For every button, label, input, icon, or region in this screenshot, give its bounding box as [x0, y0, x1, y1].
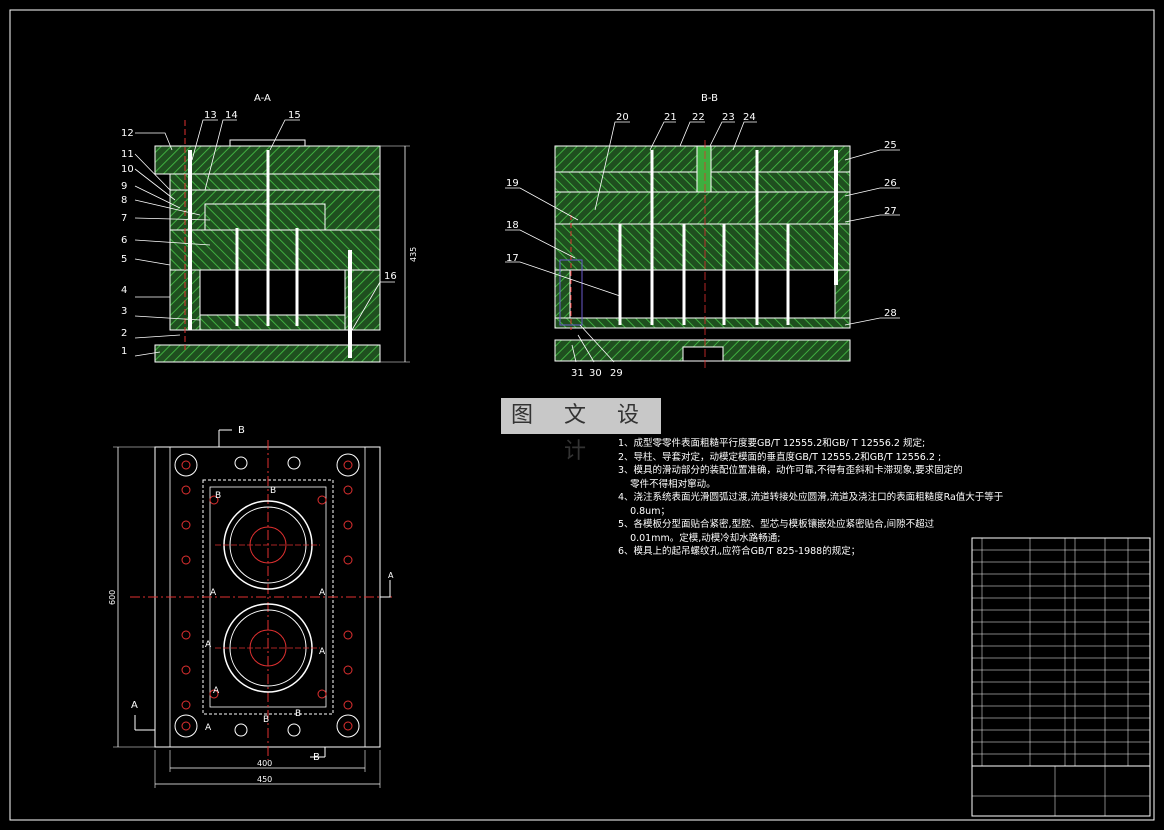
- callout-label: A: [210, 588, 217, 598]
- callout-label: 16: [384, 271, 397, 282]
- note-line: 4、浇注系统表面光滑圆弧过渡,流道转接处应圆滑,流道及浇注口的表面粗糙度Ra值大…: [618, 492, 1004, 503]
- callout-label: 1: [121, 346, 127, 357]
- callout-label: 23: [722, 112, 735, 123]
- callout-label: 6: [121, 235, 127, 246]
- callout-label: A: [205, 723, 212, 733]
- callout-label: A: [319, 647, 326, 657]
- note-line: 0.8um；: [618, 505, 670, 517]
- callout-label: B: [263, 715, 269, 725]
- callout-label: B: [313, 752, 320, 763]
- callout-label: 7: [121, 213, 127, 224]
- callout-label: 20: [616, 112, 629, 123]
- note-line: 0.01mm。定模,动模冷却水路畅通;: [618, 532, 781, 544]
- note-line: 5、各模板分型面贴合紧密,型腔、型芯与模板镶嵌处应紧密贴合,间隙不超过: [618, 519, 935, 530]
- callout-label: A: [319, 588, 326, 598]
- callout-label: 24: [743, 112, 756, 123]
- callout-label: 30: [589, 368, 602, 379]
- note-line: 1、成型零零件表面粗糙平行度要GB/T 12555.2和GB/ T 12556.…: [618, 438, 926, 449]
- callout-label: 18: [506, 220, 519, 231]
- note-line: 6、模具上的起吊螺纹孔,应符合GB/T 825-1988的规定；: [618, 546, 861, 557]
- callout-label: 27: [884, 206, 897, 217]
- callout-label: 4: [121, 285, 127, 296]
- title-block: [971, 537, 1151, 817]
- note-line: 2、导柱、导套对定，动模定模面的垂直度GB/T 12555.2和GB/T 125…: [618, 451, 942, 463]
- callout-label: B: [270, 486, 276, 496]
- callout-label: B: [238, 425, 245, 436]
- note-line: 零件不得相对窜动。: [618, 478, 716, 490]
- callout-label: A: [388, 571, 394, 580]
- callout-label: 22: [692, 112, 705, 123]
- callout-label: 15: [288, 110, 301, 121]
- note-line: 3、模具的滑动部分的装配位置准确，动作可靠,不得有歪斜和卡滞现象,要求固定的: [618, 465, 963, 476]
- callout-label: 28: [884, 308, 897, 319]
- callout-label: 29: [610, 368, 623, 379]
- callout-label: 2: [121, 328, 127, 339]
- drawing-border: [9, 9, 1155, 821]
- callout-label: 26: [884, 178, 897, 189]
- callout-label: 11: [121, 149, 134, 160]
- dim-plan-inner-width: 400: [257, 759, 272, 768]
- callout-label: 17: [506, 253, 519, 264]
- callout-label: 3: [121, 306, 127, 317]
- callout-label: 21: [664, 112, 677, 123]
- callout-label: 19: [506, 178, 519, 189]
- callout-label: 12: [121, 128, 134, 139]
- callout-label: 8: [121, 195, 127, 206]
- section-bb-title: B-B: [701, 93, 718, 104]
- section-bb: B-B 20 21 22: [505, 93, 900, 379]
- callout-label: B: [215, 491, 221, 501]
- dim-height-total: 435: [409, 247, 418, 262]
- callout-label: 13: [204, 110, 217, 121]
- callout-label: B: [295, 709, 301, 719]
- callout-label: 10: [121, 164, 134, 175]
- section-aa: A-A 12 11 10 9: [121, 93, 418, 363]
- callout-label: 14: [225, 110, 238, 121]
- technical-notes: 1、成型零零件表面粗糙平行度要GB/T 12555.2和GB/ T 12556.…: [618, 437, 1004, 559]
- dim-plan-outer-width: 450: [257, 775, 272, 784]
- plan-view: B B B B B B A A A A A A A A 600 400 450: [108, 425, 395, 788]
- callout-label: 9: [121, 181, 127, 192]
- callout-label: 31: [571, 368, 584, 379]
- watermark: 图 文 设 计: [501, 398, 661, 464]
- section-aa-title: A-A: [254, 93, 271, 104]
- callout-label: A: [205, 640, 212, 650]
- callout-label: 25: [884, 140, 897, 151]
- callout-label: A: [131, 700, 138, 711]
- dim-plan-height: 600: [108, 590, 117, 605]
- callout-label: A: [213, 686, 220, 696]
- callout-label: 5: [121, 254, 127, 265]
